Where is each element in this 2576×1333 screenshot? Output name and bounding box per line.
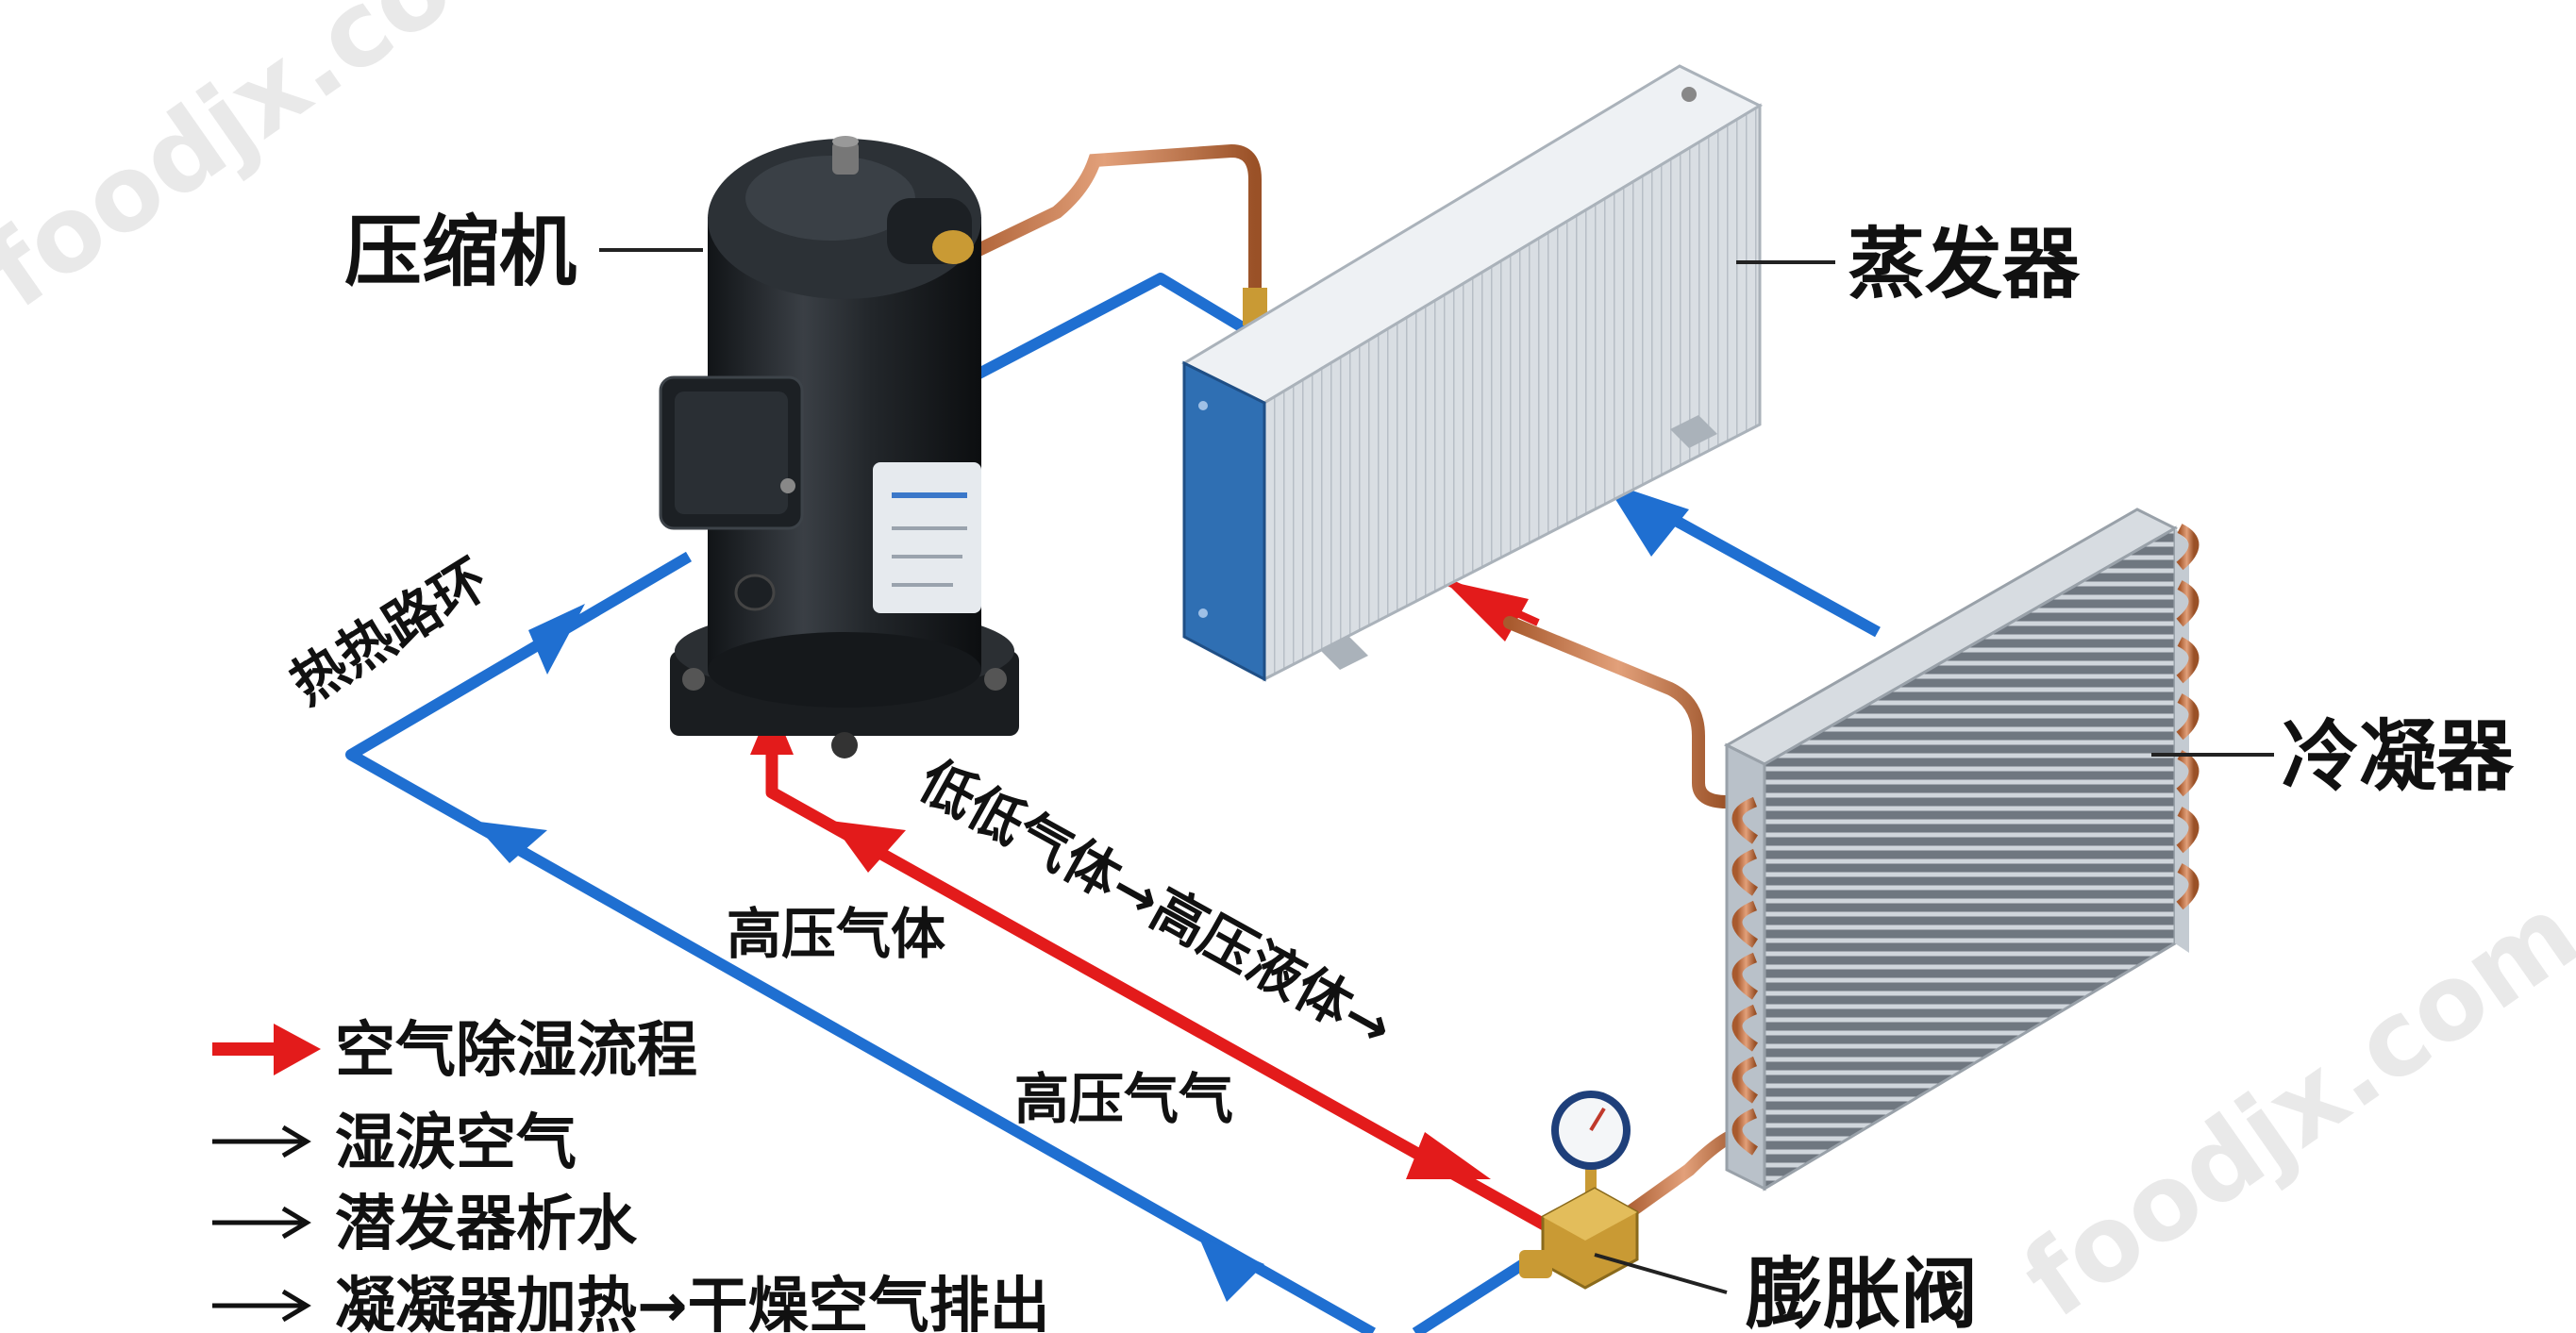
legend-item: 湿涙空气 [212,1108,577,1178]
blue-arrow [1198,1236,1264,1302]
expansion-valve-label: 膨胀阀 [1746,1250,1978,1333]
svg-text:空气除湿流程: 空气除湿流程 [335,1016,697,1086]
red-arrow-icon [274,1024,321,1075]
black-arrow-icon [281,1289,311,1323]
evaporator [1180,64,1764,682]
svg-text:湿涙空气: 湿涙空气 [335,1108,577,1178]
svg-text:凝凝器加热→干燥空气排出: 凝凝器加热→干燥空气排出 [335,1272,1050,1333]
condenser [1723,508,2189,1191]
legend-item: 潜发器析水 [212,1190,638,1259]
black-arrow-icon [281,1125,311,1158]
blue-arrow [528,604,585,675]
compressor-label: 压缩机 [344,208,577,297]
compressor [659,136,1019,758]
black-arrow-icon [281,1206,311,1240]
blue-arrow [1604,481,1689,557]
condenser-label: 冷凝器 [2282,712,2515,802]
legend-item: 空气除湿流程 [212,1016,697,1086]
red-arrow [1406,1132,1491,1179]
red-pipe [750,576,1551,1232]
legend: 空气除湿流程 湿涙空气 潜发器析水 凝凝器加热→干燥空气排出 [212,1016,1050,1333]
svg-text:潜发器析水: 潜发器析水 [335,1190,638,1259]
condenser-return-bends [1731,524,2200,1156]
red-arrow [830,821,906,873]
high-gas-label-2: 高压气气 [1014,1067,1233,1131]
legend-item: 凝凝器加热→干燥空气排出 [212,1272,1050,1333]
expansion-valve [1519,1091,1639,1290]
high-gas-label: 高压气体 [727,902,945,966]
evaporator-label: 蒸发器 [1848,220,2081,309]
blue-arrow [472,821,547,863]
blue-pipe-loop [345,273,1881,1333]
leader-lines [599,248,2274,1294]
red-arrow [1444,580,1529,642]
